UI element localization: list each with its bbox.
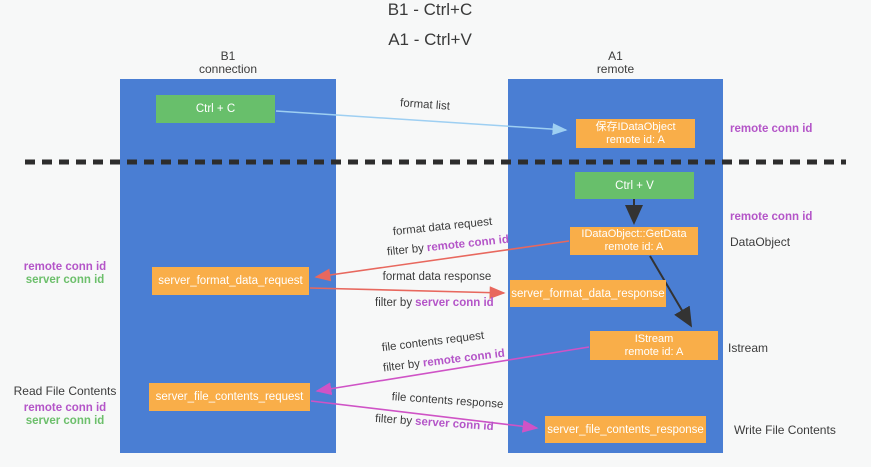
node-save-dataobject-line2: remote id: A xyxy=(606,133,665,146)
node-file-request-label: server_file_contents_request xyxy=(155,391,304,403)
annotation-remote-conn-id: remote conn id xyxy=(23,402,107,414)
lane-b1-name: B1 xyxy=(220,49,236,63)
diagram-title-line1: B1 - Ctrl+C xyxy=(387,0,473,19)
arrow-format-data-response xyxy=(309,286,506,300)
node-istream-line2: remote id: A xyxy=(624,345,684,358)
node-ctrl-v: Ctrl + V xyxy=(575,172,694,199)
node-istream: IStream remote id: A xyxy=(590,331,718,360)
lane-a1-name: A1 xyxy=(608,49,623,63)
filter-key-server-conn-id: server conn id xyxy=(415,297,494,309)
diagram-title-line2: A1 - Ctrl+V xyxy=(388,30,472,49)
node-file-response-label: server_file_contents_response xyxy=(547,423,704,436)
node-getdata-line2: remote id: A xyxy=(604,241,664,253)
node-ctrl-c: Ctrl + C xyxy=(156,95,275,123)
node-ctrl-v-label: Ctrl + V xyxy=(615,179,654,192)
annotation-read-file-contents: Read File Contents xyxy=(13,384,117,398)
annotation-left-conn-ids: remote conn id server conn id xyxy=(5,261,125,287)
edge-label-format-data-response: format data response xyxy=(382,271,492,283)
annotation-istream: Istream xyxy=(728,341,769,355)
arrow-file-contents-request xyxy=(315,346,590,396)
annotation-remote-conn-id-mid: remote conn id xyxy=(730,211,813,223)
annotation-read-file-contents-block: Read File Contents remote conn id server… xyxy=(5,384,125,428)
node-format-response-label: server_format_data_response xyxy=(511,287,665,300)
annotation-server-conn-id: server conn id xyxy=(25,415,105,427)
node-server-file-contents-response: server_file_contents_response xyxy=(545,416,706,443)
node-istream-line1: IStream xyxy=(634,332,674,345)
node-getdata: IDataObject::GetData remote id: A xyxy=(570,227,698,255)
lane-header-a1: A1 remote xyxy=(508,50,723,76)
arrow-format-list xyxy=(275,110,568,136)
node-save-dataobject: 保存IDataObject remote id: A xyxy=(576,119,695,148)
node-server-format-data-request: server_format_data_request xyxy=(152,267,309,295)
annotation-remote-conn-id-top: remote conn id xyxy=(730,123,813,135)
node-format-request-label: server_format_data_request xyxy=(158,275,303,287)
annotation-dataobject: DataObject xyxy=(730,235,791,249)
annotation-server-conn-id: server conn id xyxy=(25,274,105,286)
node-server-format-data-response: server_format_data_response xyxy=(510,280,666,307)
node-save-dataobject-line1: 保存IDataObject xyxy=(595,120,676,133)
annotation-remote-conn-id: remote conn id xyxy=(23,261,107,273)
filter-by-text: filter by xyxy=(374,412,413,428)
node-ctrl-c-label: Ctrl + C xyxy=(195,103,236,115)
arrow-getdata-to-istream xyxy=(649,255,693,328)
node-server-file-contents-request: server_file_contents_request xyxy=(149,383,310,411)
lane-b1-role: connection xyxy=(198,62,258,76)
node-getdata-line1: IDataObject::GetData xyxy=(581,228,687,240)
filter-by-text: filter by xyxy=(375,297,413,309)
arrow-format-data-request xyxy=(314,240,570,282)
lane-header-b1: B1 connection xyxy=(120,50,336,76)
annotation-write-file-contents: Write File Contents xyxy=(734,423,836,437)
arrow-file-contents-response xyxy=(310,400,539,433)
lane-a1-role: remote xyxy=(596,62,635,76)
